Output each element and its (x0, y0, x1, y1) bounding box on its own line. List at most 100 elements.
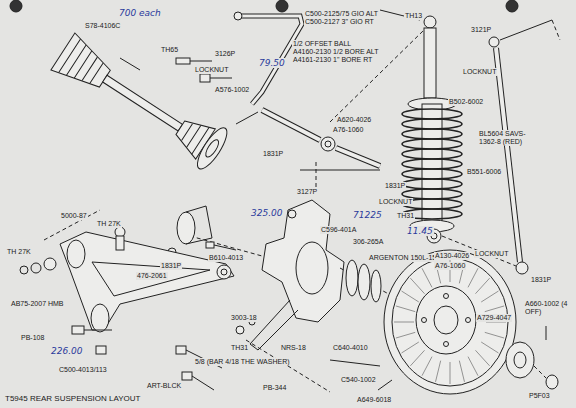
part-number: PB-108 (20, 334, 45, 342)
part-number: LOCKNUT (194, 66, 229, 74)
part-number: BL5604 SAVS-1362-8 (RED) (478, 130, 528, 146)
lateral-link (489, 20, 560, 274)
part-number: A729-4047 (476, 314, 512, 322)
disc-vent (481, 291, 498, 302)
disc-vent (396, 306, 415, 312)
part-number: A76-1060 (332, 126, 364, 134)
spring-coil (402, 179, 462, 189)
spring-coil (402, 159, 462, 169)
drive-shaft (50, 31, 232, 173)
part-number: 306-265A (352, 238, 384, 246)
part-number: 3003-18 (230, 314, 258, 322)
part-number: LOCKNUT (378, 198, 413, 206)
part-number: TH31 (230, 344, 249, 352)
part-number: TH65 (160, 46, 179, 54)
disc-vent (410, 350, 424, 366)
part-number: 1/2 OFFSET BALL (292, 40, 352, 48)
lower-wishbone (60, 232, 234, 332)
disc-vent (394, 322, 414, 323)
part-number: 5/8 (BAR 4/18 THE WASHER) (194, 358, 291, 366)
punch-hole (276, 0, 288, 12)
disc-vent (468, 357, 478, 376)
bolt (200, 74, 232, 82)
handwritten-price: 11.45 (406, 226, 434, 236)
bushes (20, 227, 125, 354)
disc-vent (422, 268, 432, 287)
part-number: P5F03 (528, 392, 551, 400)
part-number: 1831P (160, 262, 182, 270)
part-number: LOCKNUT (462, 68, 497, 76)
hub-bearing (346, 260, 381, 302)
part-number: A576-1002 (214, 86, 250, 94)
part-number: C540-1002 (340, 376, 377, 384)
bolt (176, 58, 212, 64)
disc-vent (422, 357, 432, 376)
part-number: C500-4013/113 (58, 366, 108, 374)
handwritten-price: 79.50 (258, 58, 286, 68)
disc-vent (485, 332, 504, 338)
part-number: C640-4010 (332, 344, 369, 352)
part-number: B610-4013 (208, 254, 244, 262)
part-number: 1831P (530, 276, 552, 284)
leader-line (120, 58, 140, 70)
disc-vent (396, 332, 415, 338)
disc-vent (468, 268, 478, 287)
spring-coil (402, 119, 462, 129)
trailing-link (236, 110, 380, 166)
drawing-title: T5945 REAR SUSPENSION LAYOUT (4, 394, 141, 403)
disc-vent (475, 350, 489, 366)
disc-vent (459, 361, 464, 382)
part-number: 5000-87 (60, 212, 88, 220)
disc-vent (402, 291, 419, 302)
handwritten-price: 226.00 (50, 346, 84, 356)
part-number: PB-344 (262, 384, 287, 392)
part-number: B551-6006 (466, 168, 502, 176)
part-number: LOCKNUT (474, 250, 509, 258)
spring-coil (402, 149, 462, 159)
part-number: TH13 (404, 12, 423, 20)
part-number: 3121P (470, 26, 492, 34)
disc-vent (410, 278, 424, 294)
disc-vent (450, 362, 451, 384)
part-number: C596-401A (320, 226, 357, 234)
part-number: A660-1002 (4 OFF) (524, 300, 572, 316)
part-number: A4161-2130 1" BORE RT (292, 56, 373, 64)
part-number: C500-2125/75 GIO ALT (304, 10, 379, 18)
part-number: TH 27K (6, 248, 32, 256)
disc-vent (402, 342, 419, 353)
part-number: A620-4026 (336, 116, 372, 124)
part-number: A130-4026 (434, 252, 470, 260)
part-number: 1831P (262, 150, 284, 158)
part-number: NRS-18 (280, 344, 307, 352)
coil-over-shock (402, 16, 462, 243)
part-number: 476-2061 (136, 272, 168, 280)
spring-coil (402, 169, 462, 179)
part-number: 3126P (214, 50, 236, 58)
part-number: 1831P (384, 182, 406, 190)
part-number: AB75-2007 HMB (10, 300, 65, 308)
part-number: A649-6018 (356, 396, 392, 404)
part-number: C500-2127 3" GIO RT (304, 18, 375, 26)
spring-coil (402, 109, 462, 119)
punch-hole (506, 0, 518, 12)
brake-disc (384, 250, 516, 394)
disc-vent (475, 278, 489, 294)
handwritten-price: 325.00 (250, 208, 284, 218)
disc-vent (485, 306, 504, 312)
part-number: TH31 (396, 212, 415, 220)
part-number: 3127P (296, 188, 318, 196)
part-number: B502-6002 (448, 98, 484, 106)
part-number: S78-4106C (84, 22, 121, 30)
disc-vent (436, 361, 441, 382)
hub-cap (506, 342, 558, 389)
handwritten-price: 700 each (118, 8, 162, 18)
disc-vent (481, 342, 498, 353)
spring-coil (402, 139, 462, 149)
handwritten-price: 71225 (352, 210, 383, 220)
punch-hole (10, 0, 22, 12)
spring-coil (402, 129, 462, 139)
part-number: TH 27K (96, 220, 122, 228)
part-number: A4160-2130 1/2 BORE ALT (292, 48, 379, 56)
part-number: A76-1060 (434, 262, 466, 270)
hub-carrier (250, 200, 344, 350)
